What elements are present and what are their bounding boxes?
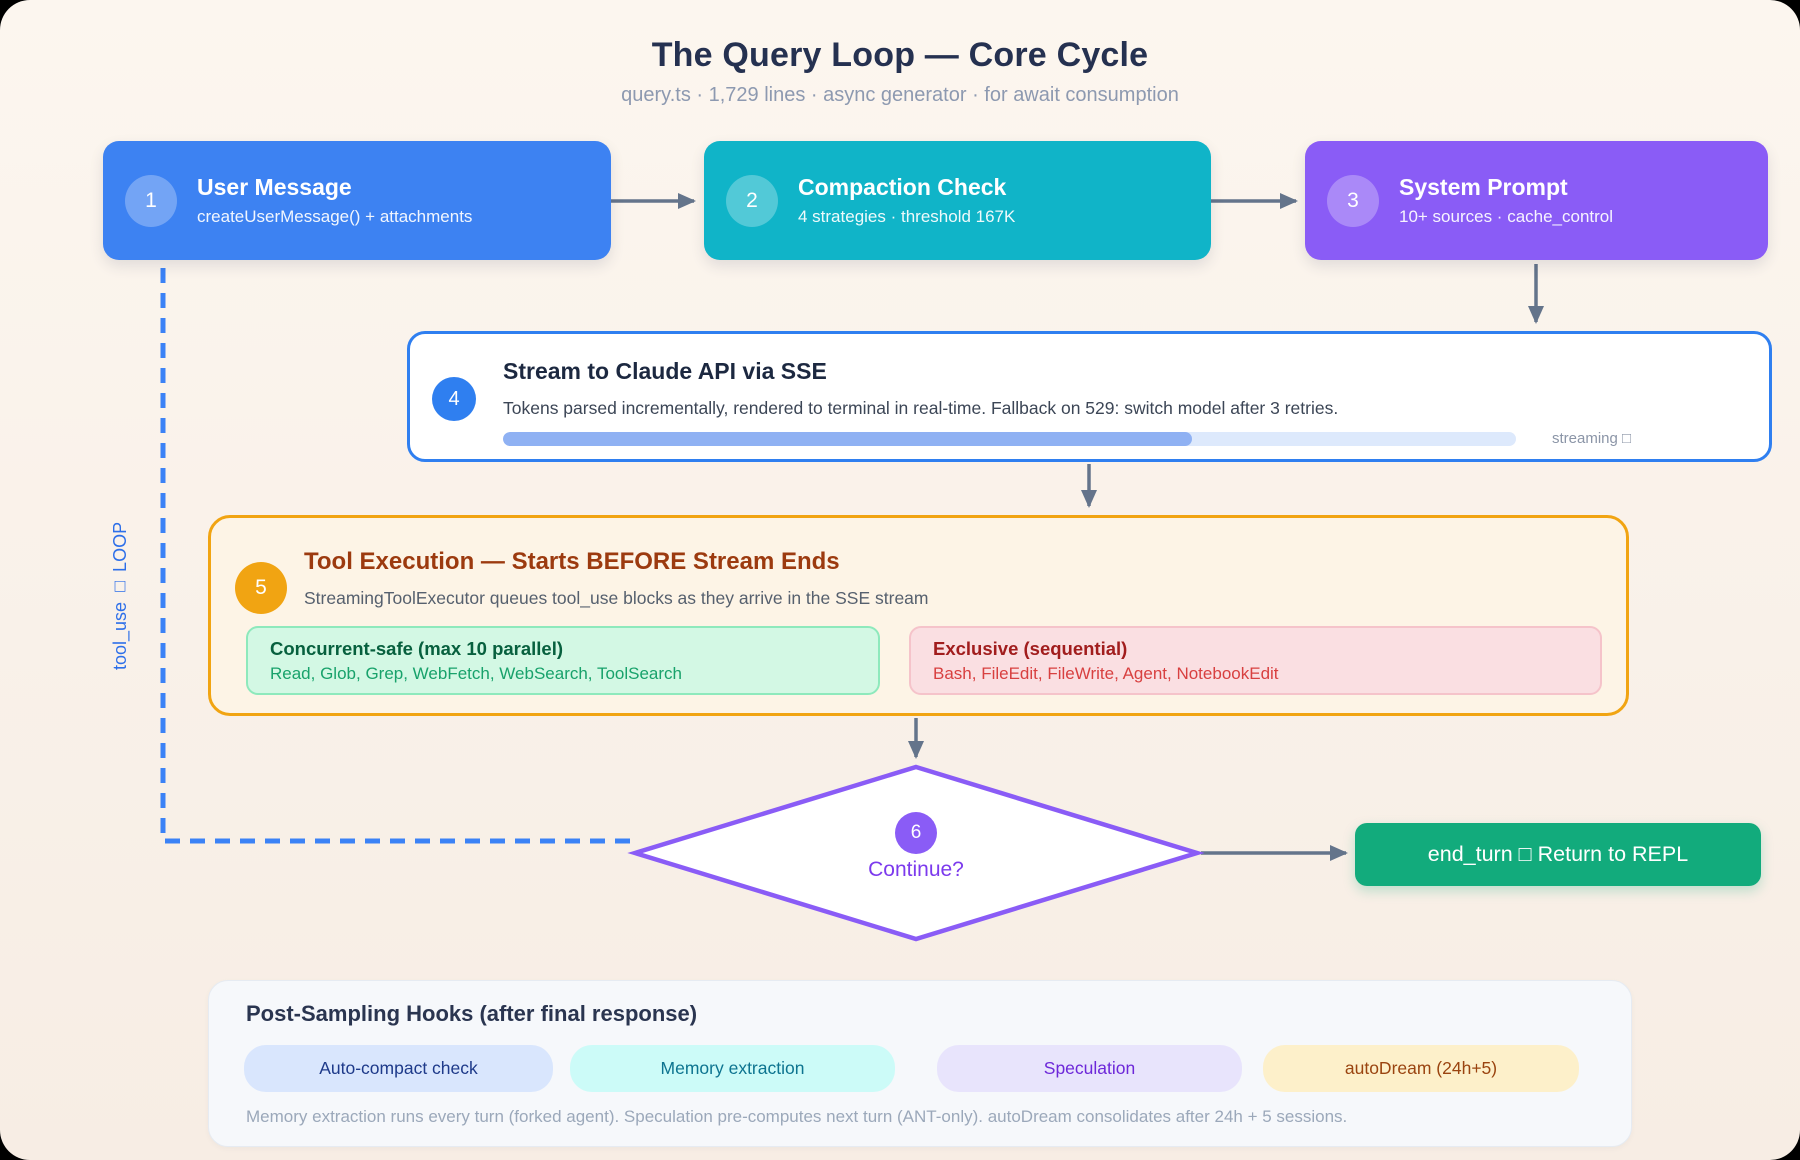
- node-title-stream: Stream to Claude API via SSE: [503, 358, 827, 384]
- hook-pill-memory-extraction: Memory extraction: [570, 1045, 895, 1092]
- step-badge-4: 4: [432, 377, 476, 421]
- streaming-progress-fill: [503, 431, 1192, 446]
- node-subtitle-compaction-check: 4 strategies · threshold 167K: [798, 207, 1016, 226]
- end-turn-node: end_turn □ Return to REPL: [1355, 823, 1761, 886]
- step-badge-6: 6: [895, 812, 937, 854]
- decision-label: Continue?: [868, 858, 964, 881]
- node-description-stream: Tokens parsed incrementally, rendered to…: [503, 398, 1339, 418]
- post-sampling-hooks-panel: Post-Sampling Hooks (after final respons…: [208, 980, 1632, 1147]
- concurrent-safe-tools: Read, Glob, Grep, WebFetch, WebSearch, T…: [270, 664, 682, 683]
- hooks-panel-title: Post-Sampling Hooks (after final respons…: [246, 1001, 698, 1026]
- hook-pill-auto-compact: Auto-compact check: [244, 1045, 553, 1092]
- hooks-pill-row: Auto-compact check Memory extraction Spe…: [244, 1045, 1579, 1092]
- flow-node-compaction-check: 2 Compaction Check 4 strategies · thresh…: [704, 141, 1211, 260]
- node-subtitle-user-message: createUserMessage() + attachments: [197, 207, 473, 226]
- exclusive-tools: Bash, FileEdit, FileWrite, Agent, Notebo…: [933, 664, 1279, 683]
- hook-pill-autodream: autoDream (24h+5): [1263, 1045, 1579, 1092]
- concurrent-safe-group: Concurrent-safe (max 10 parallel) Read, …: [246, 626, 880, 695]
- exclusive-group: Exclusive (sequential) Bash, FileEdit, F…: [909, 626, 1602, 695]
- step-badge-3: 3: [1327, 174, 1379, 227]
- concurrent-safe-title: Concurrent-safe (max 10 parallel): [270, 638, 564, 659]
- node-subtitle-system-prompt: 10+ sources · cache_control: [1399, 207, 1614, 226]
- loop-back-label: tool_use □ LOOP: [110, 521, 130, 670]
- node-description-tool-execution: StreamingToolExecutor queues tool_use bl…: [304, 588, 929, 608]
- node-title-user-message: User Message: [197, 174, 352, 200]
- flow-node-system-prompt: 3 System Prompt 10+ sources · cache_cont…: [1305, 141, 1768, 260]
- node-title-compaction-check: Compaction Check: [798, 174, 1007, 200]
- hook-pill-speculation: Speculation: [937, 1045, 1242, 1092]
- hooks-panel-note: Memory extraction runs every turn (forke…: [246, 1107, 1348, 1126]
- flow-node-user-message: 1 User Message createUserMessage() + att…: [103, 141, 611, 260]
- step-badge-5: 5: [235, 562, 287, 614]
- page-title: The Query Loop — Core Cycle: [651, 36, 1149, 74]
- flow-node-tool-execution: 5 Tool Execution — Starts BEFORE Stream …: [208, 515, 1629, 716]
- node-title-system-prompt: System Prompt: [1399, 174, 1568, 200]
- streaming-status-label: streaming □: [1552, 430, 1632, 447]
- exclusive-title: Exclusive (sequential): [933, 638, 1128, 659]
- page-subtitle: query.ts · 1,729 lines · async generator…: [621, 84, 1179, 106]
- step-badge-2: 2: [726, 174, 778, 227]
- loop-dashed-connector: [160, 263, 630, 844]
- node-title-tool-execution: Tool Execution — Starts BEFORE Stream En…: [304, 548, 840, 575]
- streaming-progress-bar: [503, 431, 1516, 446]
- step-badge-1: 1: [125, 174, 177, 227]
- flow-node-stream-sse: 4 Stream to Claude API via SSE Tokens pa…: [407, 331, 1772, 462]
